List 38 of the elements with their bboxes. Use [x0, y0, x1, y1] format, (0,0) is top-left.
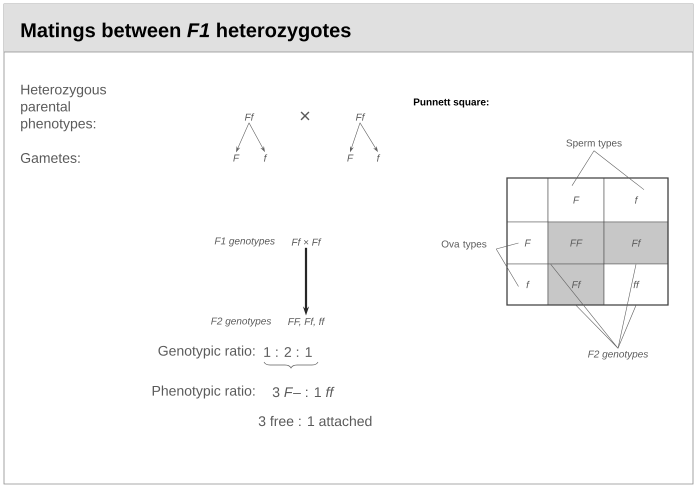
- leader-line: [576, 305, 618, 349]
- cross-sign: ×: [300, 111, 310, 120]
- leader-line: [496, 242, 519, 250]
- gamete-text: f: [376, 154, 380, 162]
- row-caption: F1 genotypes: [214, 238, 275, 246]
- callout-text: F2 genotypes: [588, 350, 648, 360]
- gamete-text: f: [264, 154, 268, 162]
- genotype-text: FF, Ff, ff: [288, 318, 326, 326]
- punnett-cell: Ff: [548, 264, 604, 306]
- leader-line: [496, 248, 519, 287]
- punnett-cell: Ff: [604, 222, 668, 264]
- label-text: Gametes:: [20, 153, 80, 163]
- ratio-text: 3 F– : 1 ff: [272, 386, 334, 398]
- genotype-text: Ff: [356, 113, 366, 121]
- genotype-text: Ff: [244, 113, 254, 121]
- label-text: Phenotypic ratio:: [152, 385, 254, 399]
- punnett-cell: F: [548, 178, 604, 222]
- leader-line: [572, 150, 594, 186]
- callout-text: Sperm types: [566, 139, 622, 149]
- gamete-text: F: [233, 154, 240, 162]
- genotype-text: Ff × Ff: [292, 238, 322, 246]
- punnett-cell: FF: [548, 222, 604, 264]
- punnett-cell: f: [506, 264, 548, 306]
- leader-line: [594, 150, 644, 190]
- callout-text: Ova types: [442, 240, 486, 250]
- row-caption: F2 genotypes: [211, 317, 272, 327]
- gamete-text: F: [347, 154, 354, 162]
- label-text: Heterozygous parental phenotypes:: [21, 84, 106, 132]
- ratio-text: 3 free : 1 attached: [258, 416, 372, 426]
- punnett-cell: f: [604, 178, 668, 222]
- leader-line: [618, 264, 636, 349]
- label-text: Genotypic ratio:: [158, 345, 254, 359]
- title: Matings between F1 heterozygotes: [22, 22, 351, 42]
- heading-text: Punnett square:: [414, 98, 488, 108]
- leader-line: [618, 305, 636, 349]
- ratio-text: 1 : 2 : 1: [264, 347, 312, 357]
- punnett-cell: F: [506, 222, 548, 264]
- punnett-cell: ff: [604, 264, 668, 306]
